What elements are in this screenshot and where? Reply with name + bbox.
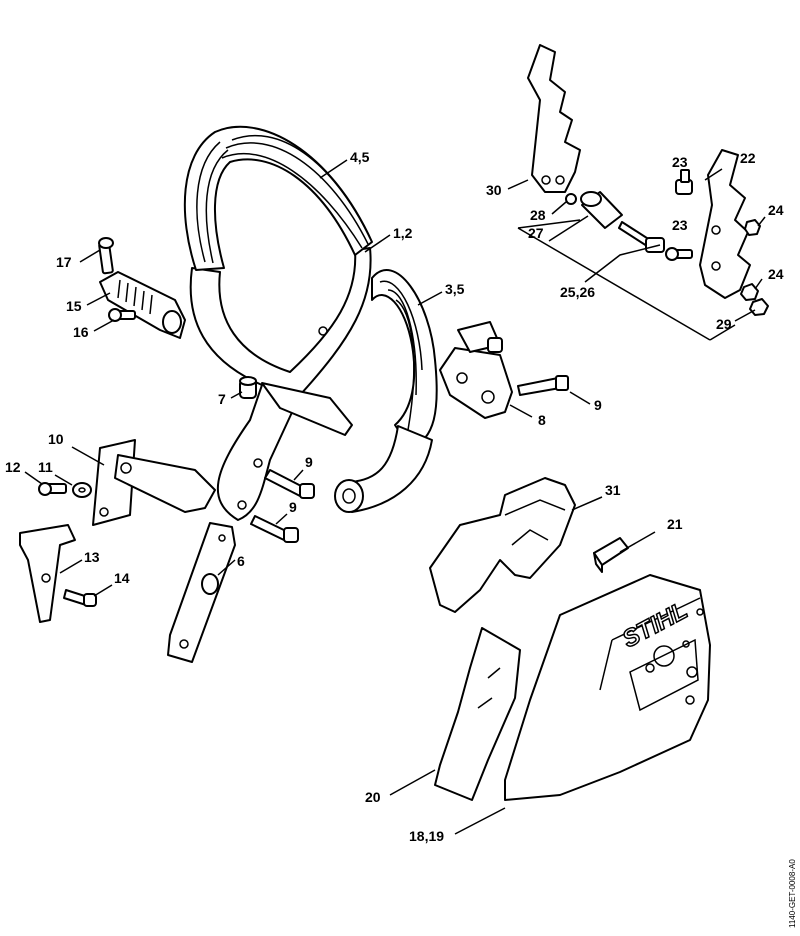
part-13-guard (19, 524, 76, 623)
callout-23b: 23 (672, 217, 688, 233)
callout-29: 29 (716, 316, 732, 332)
callout-4-5: 4,5 (350, 149, 370, 165)
callout-14: 14 (114, 570, 130, 586)
part-29-nut (749, 298, 769, 316)
callout-30: 30 (486, 182, 502, 198)
handlebar-assembly (183, 125, 438, 521)
callout-16: 16 (73, 324, 89, 340)
callout-21: 21 (667, 516, 683, 532)
leader-lines (24, 159, 766, 835)
callout-1-2: 1,2 (393, 225, 413, 241)
part-17-bolt (98, 237, 114, 275)
callout-22: 22 (740, 150, 756, 166)
part-25-26-rod (618, 221, 665, 253)
part-27-spacer (580, 191, 623, 229)
callout-18-19: 18,19 (409, 828, 444, 844)
part-24-nut-a (744, 219, 761, 236)
callout-23a: 23 (672, 154, 688, 170)
callout-20: 20 (365, 789, 381, 805)
handlebar-foot (261, 382, 353, 436)
callout-15: 15 (66, 298, 82, 314)
part-6-plate (167, 522, 236, 663)
part-20-guide (434, 627, 521, 801)
part-16-screw (108, 308, 136, 322)
callout-31: 31 (605, 482, 621, 498)
part-14-screw (63, 589, 97, 607)
handlebar-end-cap (334, 479, 364, 513)
part-31-catcher (429, 477, 576, 613)
callout-8: 8 (538, 412, 546, 428)
part-9-screw-b (264, 469, 315, 499)
part-22-spike (699, 149, 751, 299)
callout-10: 10 (48, 431, 64, 447)
part-8-bracket (439, 321, 513, 419)
part-18-19-cover: STIHL (504, 574, 711, 801)
part-23-screw-b (665, 247, 693, 261)
part-28-washer (565, 193, 577, 205)
part-30-spike (527, 44, 581, 193)
grip-ribs-top (196, 134, 371, 264)
part-7-sleeve (239, 376, 257, 399)
part-11-washer (72, 482, 92, 498)
callout-11: 11 (38, 459, 53, 475)
part-15-buffer (99, 271, 186, 339)
callout-labels: 4,5 1,2 3,5 17 15 16 7 8 9 9 9 10 11 12 … (5, 149, 784, 844)
callout-9b: 9 (305, 454, 313, 470)
callout-13: 13 (84, 549, 100, 565)
part-21-cap (593, 537, 629, 573)
part-23-screw-a (675, 169, 693, 195)
callout-6: 6 (237, 553, 245, 569)
part-9-screw-a (517, 375, 569, 396)
callout-28: 28 (530, 207, 546, 223)
callout-25-26: 25,26 (560, 284, 595, 300)
part-24-nut-b (740, 283, 759, 301)
callout-7: 7 (218, 391, 226, 407)
callout-9c: 9 (289, 499, 297, 515)
callout-12: 12 (5, 459, 21, 475)
part-9-screw-c (250, 515, 299, 543)
callout-9a: 9 (594, 397, 602, 413)
handlebar-tube (189, 247, 372, 521)
callout-24b: 24 (768, 266, 784, 282)
part-10-clamp (92, 439, 216, 526)
callout-27: 27 (528, 225, 544, 241)
callout-24a: 24 (768, 202, 784, 218)
document-id: 1140-GET-0008-A0 (788, 859, 797, 928)
callout-17: 17 (56, 254, 72, 270)
part-12-screw (38, 482, 67, 496)
grip-ribs-side (379, 280, 423, 431)
callout-3-5: 3,5 (445, 281, 465, 297)
